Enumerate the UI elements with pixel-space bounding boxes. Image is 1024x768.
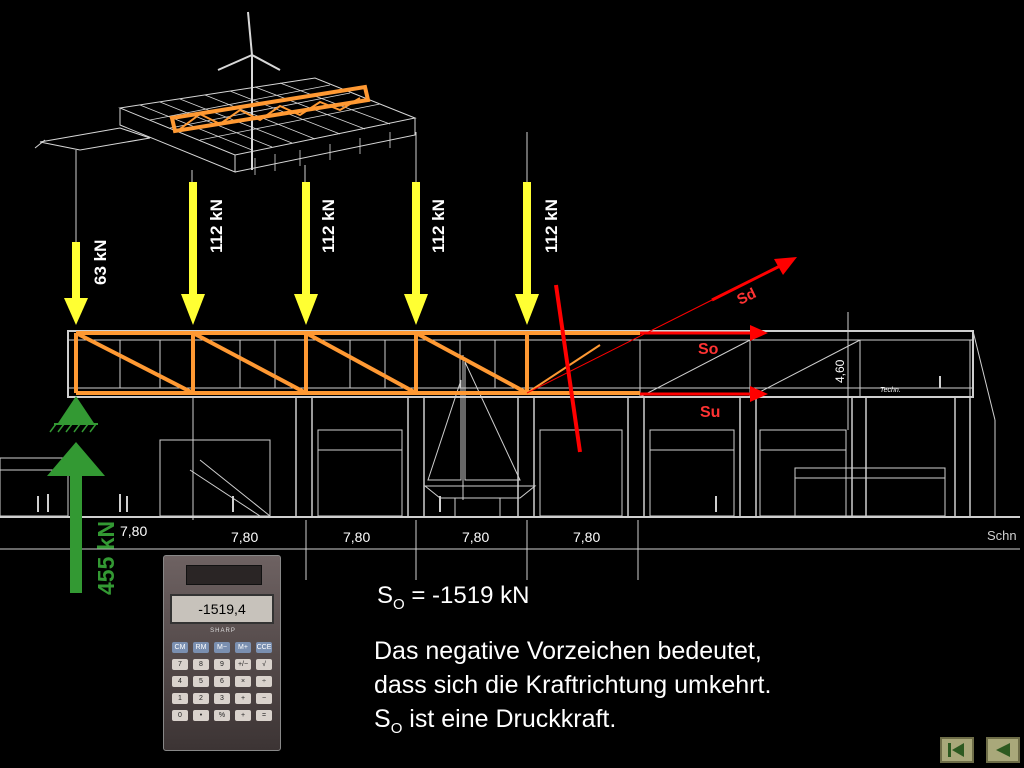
section-force-upper: So [698, 341, 719, 358]
point-load-label: 112 kN [319, 199, 338, 253]
section-label: Schn [987, 528, 1017, 543]
calc-key-dot: • [193, 710, 209, 721]
skip-back-icon [948, 743, 964, 757]
point-load-arrow [294, 182, 318, 325]
point-load-arrow [181, 182, 205, 325]
calc-key-4: 4 [172, 676, 188, 687]
span-dimension: 7,80 [231, 529, 258, 545]
calc-key-2: 2 [193, 693, 209, 704]
calc-key-3: 3 [214, 693, 230, 704]
load-arrows [64, 182, 539, 325]
point-load-label: 112 kN [542, 199, 561, 253]
calc-key-rm: RM [193, 642, 209, 653]
span-dimension: 7,80 [343, 529, 370, 545]
solar-panel [186, 565, 262, 585]
first-slide-button[interactable] [940, 737, 974, 763]
point-load-arrow [404, 182, 428, 325]
reaction-label: 455 kN [93, 521, 119, 595]
calc-key-sqrt: √ [256, 659, 272, 670]
calc-key-equals: = [256, 710, 272, 721]
calc-key-cce: CCE [256, 642, 272, 653]
result-subscript: O [393, 595, 405, 613]
calculator: -1519,4 SHARP CM RM M− M+ CCE 7 8 9 +/− … [163, 555, 281, 751]
building-perspective-sketch [34, 11, 417, 175]
calc-key-divide: ÷ [256, 676, 272, 687]
calc-key-0: 0 [172, 710, 188, 721]
calc-key-8: 8 [193, 659, 209, 670]
support-load-label: 63 kN [91, 240, 110, 285]
calc-key-5: 5 [193, 676, 209, 687]
calculator-display: -1519,4 [170, 594, 274, 624]
load-lines [75, 132, 639, 580]
result-equation: SO = -1519 kN [377, 582, 529, 613]
calculator-brand: SHARP [210, 628, 236, 634]
result-symbol: S [377, 582, 394, 609]
point-load-arrow [515, 182, 539, 325]
calc-key-9: 9 [214, 659, 230, 670]
calc-key-6: 6 [214, 676, 230, 687]
height-dimension: 4,60 [833, 359, 847, 383]
explanation-text: Das negative Vorzeichen bedeutet, dass s… [374, 634, 771, 746]
calculator-keypad: CM RM M− M+ CCE 7 8 9 +/− √ 4 5 6 × ÷ 1 … [172, 642, 274, 721]
truss [74, 331, 640, 395]
span-dimension: 7,80 [573, 529, 600, 545]
label-technik: Techn. [880, 387, 901, 394]
section-force-lower: Su [700, 404, 720, 421]
calc-key-minus: − [256, 693, 272, 704]
span-dimension: 7,80 [120, 523, 147, 539]
calc-key-plus-tall: + [235, 710, 251, 721]
explanation-line: Das negative Vorzeichen bedeutet, [374, 637, 762, 665]
reaction-arrow [47, 442, 105, 593]
point-load-label: 112 kN [207, 199, 226, 253]
calc-key-7: 7 [172, 659, 188, 670]
calc-key-plus: + [235, 693, 251, 704]
calc-key-multiply: × [235, 676, 251, 687]
calc-key-mplus: M+ [235, 642, 251, 653]
previous-slide-button[interactable] [986, 737, 1020, 763]
span-dimension: 7,80 [462, 529, 489, 545]
explanation-line: dass sich die Kraftrichtung umkehrt. [374, 671, 772, 699]
support-load-arrow [64, 242, 88, 325]
calc-key-mminus: M− [214, 642, 230, 653]
building-elevation [0, 312, 1020, 550]
section-cut [526, 257, 797, 453]
result-value: = -1519 kN [411, 582, 530, 609]
calc-key-cm: CM [172, 642, 188, 653]
point-load-label: 112 kN [429, 199, 448, 253]
back-icon [996, 743, 1010, 757]
explanation-symbol: S [374, 705, 391, 733]
calc-key-plusminus: +/− [235, 659, 251, 670]
calc-key-1: 1 [172, 693, 188, 704]
section-force-diagonal: Sd [734, 285, 759, 309]
explanation-line: SO ist eine Druckkraft. [374, 702, 771, 746]
explanation-rest: ist eine Druckkraft. [402, 705, 617, 733]
explanation-subscript: O [390, 720, 403, 737]
pin-support [49, 396, 98, 433]
calc-key-percent: % [214, 710, 230, 721]
